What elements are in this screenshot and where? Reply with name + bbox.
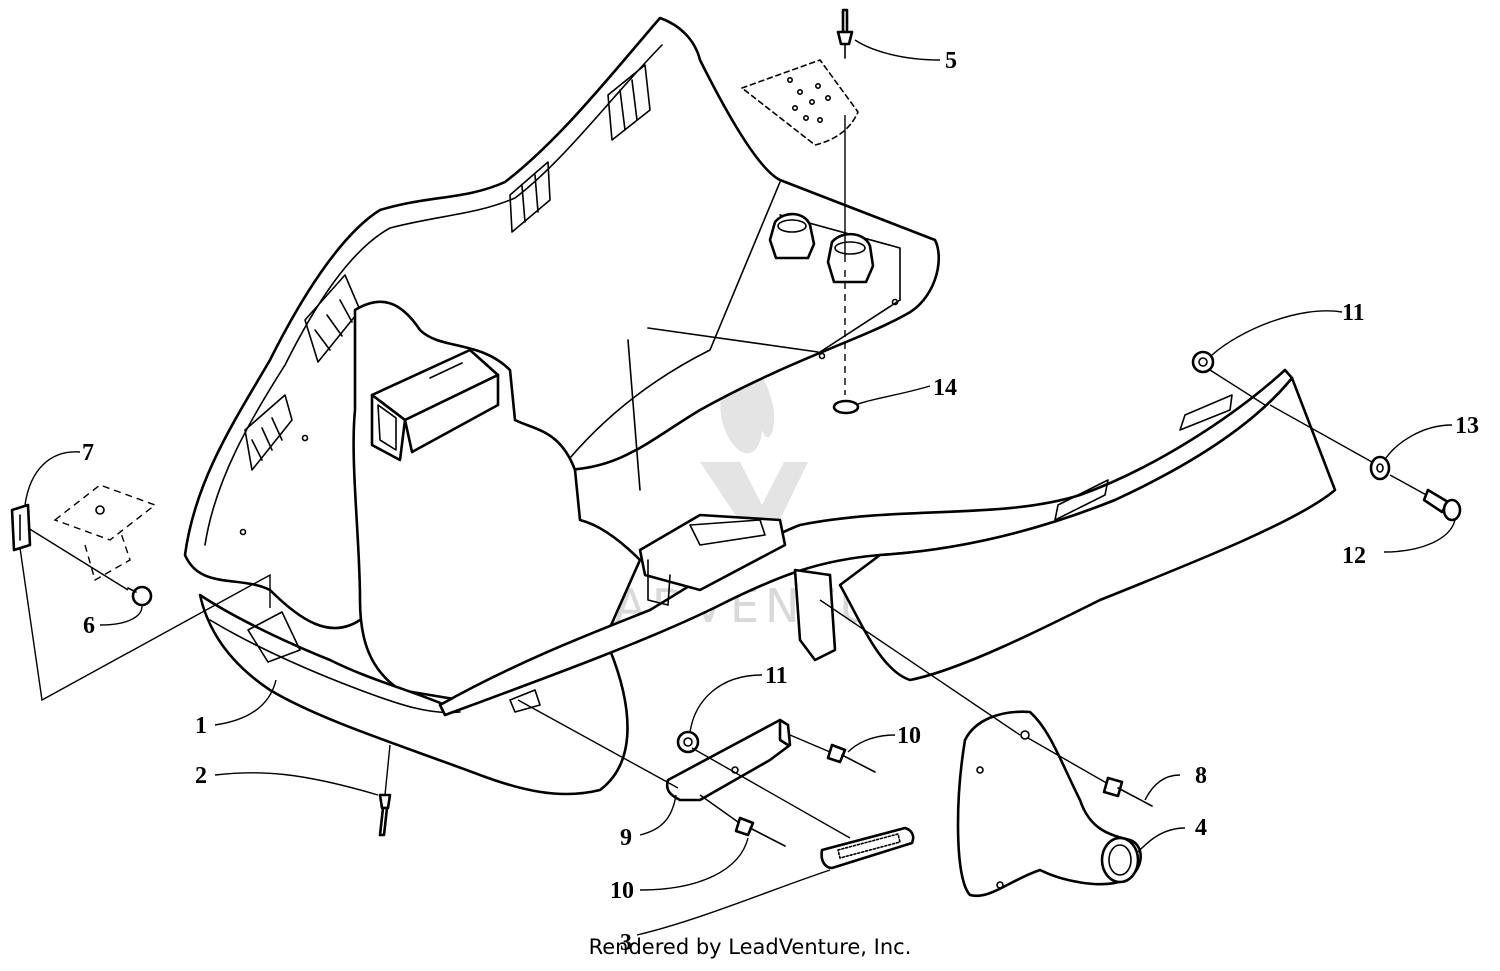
callout-10-lower: 10 bbox=[610, 878, 634, 904]
screw-6 bbox=[127, 585, 153, 607]
nut-11-lower bbox=[676, 730, 700, 754]
callout-4: 4 bbox=[1195, 815, 1207, 841]
washer-13 bbox=[1369, 455, 1391, 481]
callout-6: 6 bbox=[83, 613, 95, 639]
grommet-14 bbox=[832, 399, 860, 415]
callout-11-lower: 11 bbox=[765, 663, 788, 689]
rivet-10-upper bbox=[826, 743, 876, 773]
callout-5: 5 bbox=[945, 48, 957, 74]
callout-3: 3 bbox=[620, 930, 632, 956]
callout-2: 2 bbox=[195, 763, 207, 789]
callout-1: 1 bbox=[195, 713, 207, 739]
callout-12: 12 bbox=[1342, 543, 1366, 569]
callout-11-upper: 11 bbox=[1342, 300, 1365, 326]
push-rivet-5 bbox=[836, 8, 854, 59]
rivet-2 bbox=[378, 744, 392, 837]
rivet-8 bbox=[1102, 776, 1153, 807]
callout-14: 14 bbox=[933, 375, 957, 401]
mounting-bracket-7 bbox=[10, 484, 157, 582]
rivet-10-lower bbox=[734, 816, 786, 847]
nut-11-upper bbox=[1191, 350, 1215, 374]
heat-shield-plate bbox=[741, 59, 859, 146]
callout-8: 8 bbox=[1195, 763, 1207, 789]
callout-9: 9 bbox=[620, 825, 632, 851]
callout-13: 13 bbox=[1455, 413, 1479, 439]
front-body-panel bbox=[183, 16, 940, 796]
v-logo-mark bbox=[700, 462, 808, 540]
side-rail-panel bbox=[438, 368, 1337, 717]
reflector-bracket-9 bbox=[665, 718, 792, 802]
footer-credit: Rendered by LeadVenture, Inc. bbox=[588, 935, 912, 959]
callout-7: 7 bbox=[82, 440, 94, 466]
boot-duct-4 bbox=[956, 710, 1142, 898]
screw-12 bbox=[1422, 488, 1462, 522]
callout-10-upper: 10 bbox=[897, 723, 921, 749]
reflector-3 bbox=[820, 826, 915, 870]
